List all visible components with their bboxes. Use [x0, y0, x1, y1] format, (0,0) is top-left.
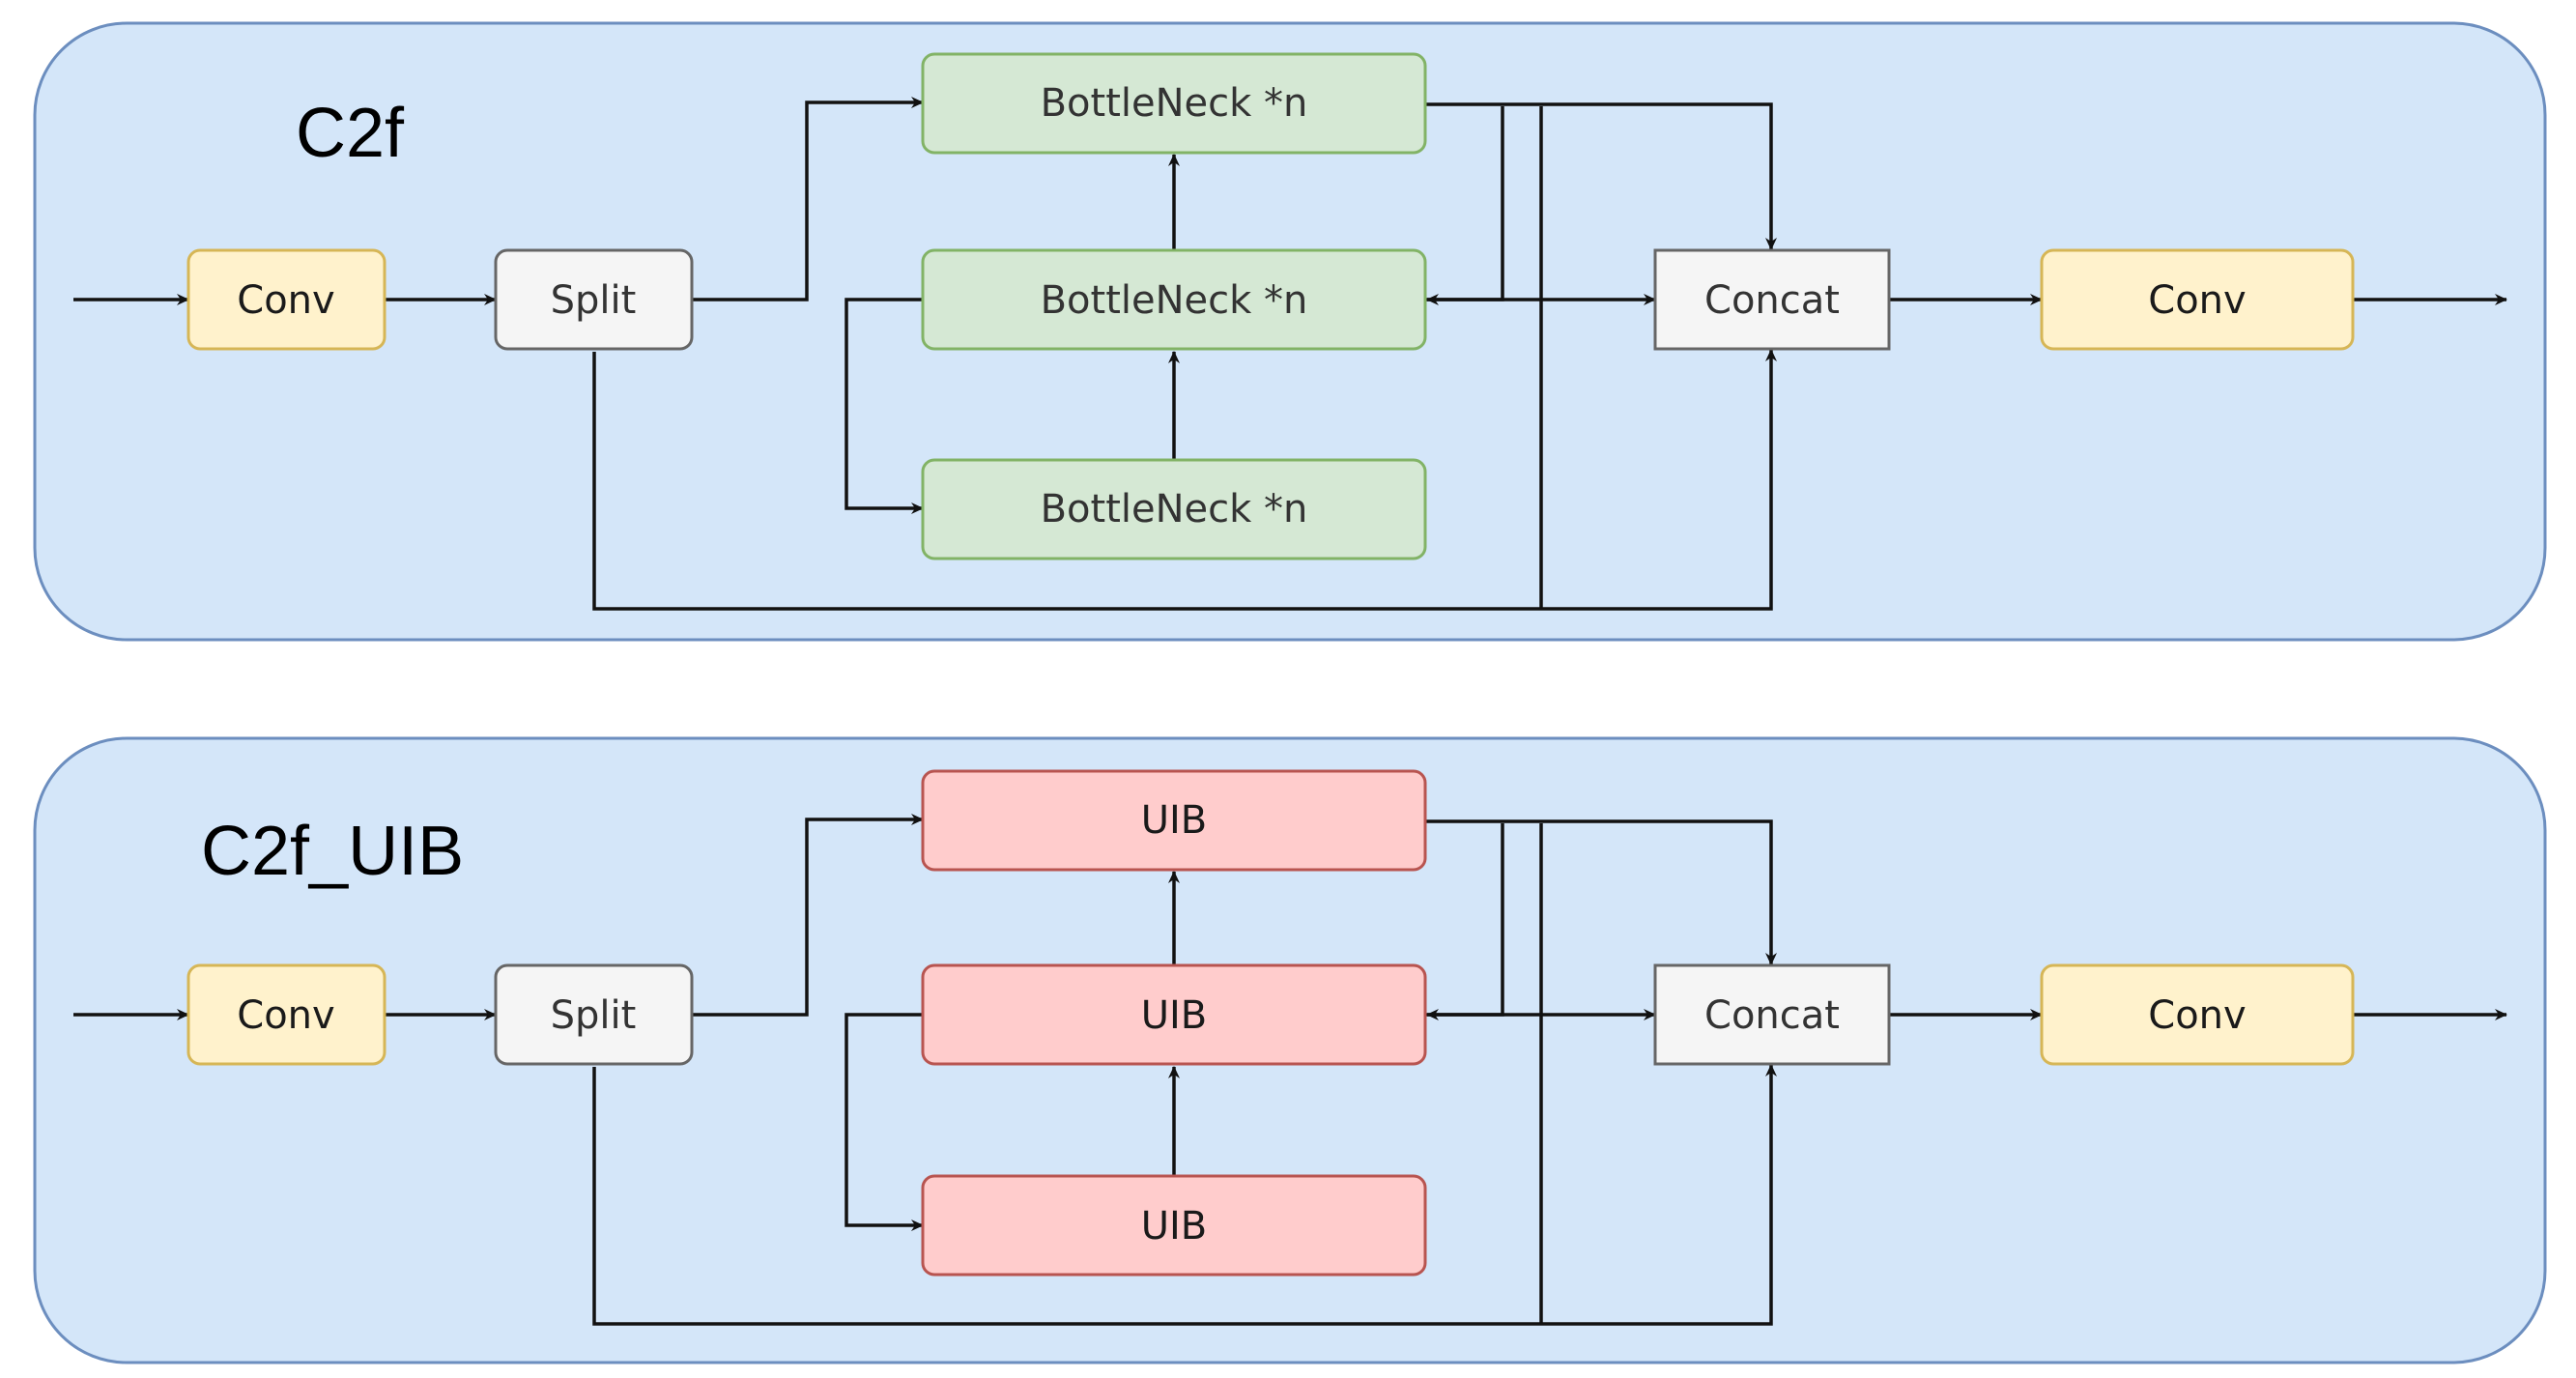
input-conv-box — [186, 248, 386, 351]
input-conv-label: Conv — [237, 278, 334, 323]
bottleneck-label-top: BottleNeck *n — [1041, 81, 1308, 126]
bottleneck-box-middle — [921, 248, 1427, 351]
uib-box-bottom — [921, 1174, 1427, 1277]
concat-label: Concat — [1704, 278, 1840, 323]
uib-label-top: UIB — [1141, 798, 1208, 843]
uib-box-middle — [921, 963, 1427, 1066]
concat-label: Concat — [1704, 993, 1840, 1038]
bottleneck-label-middle: BottleNeck *n — [1041, 278, 1308, 323]
split-label: Split — [551, 993, 637, 1038]
connectors — [73, 814, 2507, 1326]
uib-label-middle: UIB — [1141, 993, 1208, 1038]
input-conv-box — [186, 963, 386, 1066]
concat-box — [1653, 248, 1891, 351]
output-conv-label: Conv — [2148, 278, 2246, 323]
split-box — [494, 963, 694, 1066]
uib-box-top — [921, 769, 1427, 872]
bottleneck-box-bottom — [921, 458, 1427, 560]
split-label: Split — [551, 278, 637, 323]
bottleneck-label-bottom: BottleNeck *n — [1041, 487, 1308, 531]
uib-label-bottom: UIB — [1141, 1204, 1208, 1249]
panel-title: C2f_UIB — [201, 813, 464, 890]
concat-box — [1653, 963, 1891, 1066]
panel-c2f: C2f Conv Split BottleNeck *n BottleNeck … — [33, 21, 2547, 642]
bottleneck-box-top — [921, 52, 1427, 155]
split-box — [494, 248, 694, 351]
panel-title: C2f — [296, 95, 405, 172]
output-conv-label: Conv — [2148, 993, 2246, 1038]
connectors — [73, 97, 2507, 611]
panel-c2f-uib: C2f_UIB Conv Split UIB UIB UIB — [33, 736, 2547, 1364]
output-conv-box — [2040, 248, 2355, 351]
input-conv-label: Conv — [237, 993, 334, 1038]
output-conv-box — [2040, 963, 2355, 1066]
